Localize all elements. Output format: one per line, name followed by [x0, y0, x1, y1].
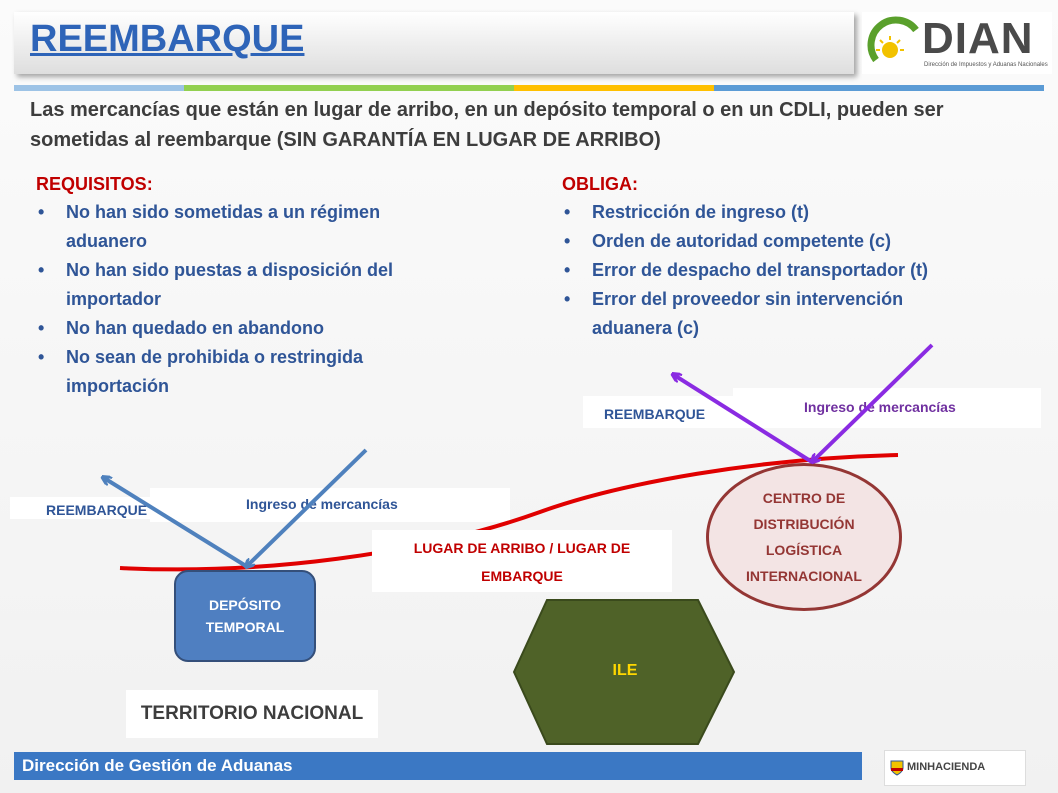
header-stripe-2 [184, 85, 514, 91]
page-title: REEMBARQUE [30, 18, 305, 60]
lugar-arribo-box: LUGAR DE ARRIBO / LUGAR DE EMBARQUE [372, 530, 672, 592]
header-stripe-1 [14, 85, 184, 91]
territorio-nacional-label: TERRITORIO NACIONAL [126, 690, 378, 738]
right-reembarque-label: REEMBARQUE [604, 406, 706, 422]
title-bar [14, 12, 854, 74]
footer-text: Dirección de Gestión de Aduanas [22, 756, 293, 775]
obliga-list: Restricción de ingreso (t) Orden de auto… [562, 198, 952, 343]
logo-subtitle: Dirección de Impuestos y Aduanas Naciona… [924, 62, 1048, 68]
logo-text: DIAN [922, 14, 1034, 63]
right-ingreso-label: Ingreso de mercancías [804, 399, 956, 415]
sun-icon [867, 16, 919, 63]
cdli-circle: CENTRO DE DISTRIBUCIÓN LOGÍSTICA INTERNA… [706, 463, 902, 611]
left-ingreso-label: Ingreso de mercancías [246, 496, 398, 512]
obliga-heading: OBLIGA: [562, 174, 638, 194]
list-item: Restricción de ingreso (t) [562, 198, 952, 227]
list-item: No han sido sometidas a un régimen aduan… [36, 198, 446, 256]
intro-text: Las mercancías que están en lugar de arr… [30, 99, 944, 151]
list-item: Error de despacho del transportador (t) [562, 256, 952, 285]
deposito-temporal-box: DEPÓSITO TEMPORAL [174, 570, 316, 662]
cdli-label: CENTRO DE DISTRIBUCIÓN LOGÍSTICA INTERNA… [746, 490, 862, 584]
ile-label: ILE [612, 662, 638, 679]
minhacienda-logo: MINHACIENDA [884, 750, 1026, 786]
header-stripe-4 [714, 85, 1044, 91]
list-item: Orden de autoridad competente (c) [562, 227, 952, 256]
requisitos-heading: REQUISITOS: [36, 174, 153, 194]
requisitos-list: No han sido sometidas a un régimen aduan… [36, 198, 446, 401]
coat-of-arms-icon [890, 760, 904, 776]
list-item: No sean de prohibida o restringida impor… [36, 343, 446, 401]
ministry-label: MINHACIENDA [907, 761, 986, 773]
list-item: Error del proveedor sin intervención adu… [562, 285, 952, 343]
footer-bar: Dirección de Gestión de Aduanas [14, 752, 862, 780]
dian-logo: DIAN Dirección de Impuestos y Aduanas Na… [862, 12, 1052, 74]
list-item: No han sido puestas a disposición del im… [36, 256, 446, 314]
list-item: No han quedado en abandono [36, 314, 446, 343]
header-stripe-3 [514, 85, 714, 91]
left-reembarque-label: REEMBARQUE [46, 502, 148, 518]
